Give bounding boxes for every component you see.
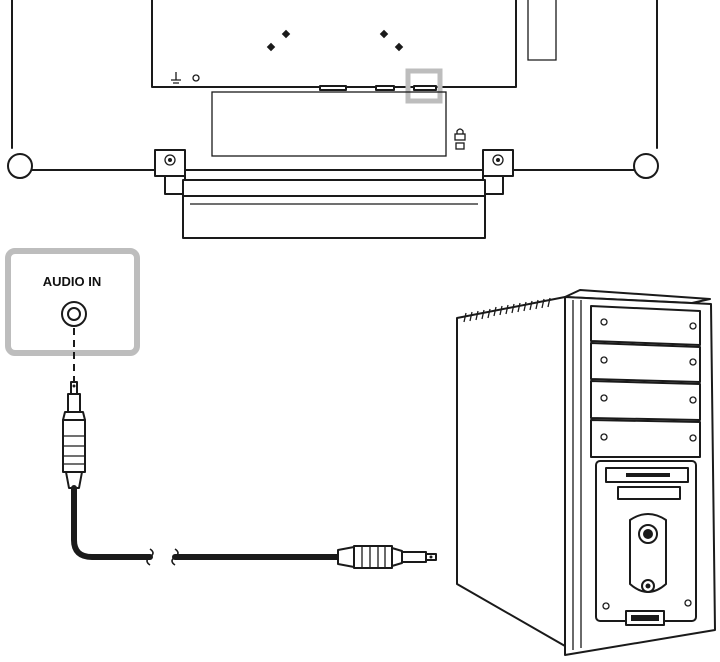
screw-icon xyxy=(192,74,200,82)
rear-panel xyxy=(151,0,517,88)
pc-lower-front xyxy=(595,460,697,622)
audio-in-label: AUDIO IN xyxy=(43,274,102,289)
ground-icon xyxy=(171,72,181,84)
audio-plug-monitor-end xyxy=(62,381,86,489)
audio-in-jack-icon xyxy=(61,301,87,327)
connector-slots xyxy=(319,85,437,91)
pc-side-panel xyxy=(456,296,566,647)
monitor-audio-port-highlight xyxy=(405,68,443,104)
stand-plate xyxy=(211,91,447,157)
reset-button-icon xyxy=(641,579,655,593)
base-bracket-right xyxy=(482,149,514,195)
left-foot xyxy=(7,153,33,179)
right-foot xyxy=(633,153,659,179)
audio-plug-pc-end xyxy=(337,545,437,569)
drive-bays xyxy=(590,305,701,458)
cable-break-left xyxy=(146,548,154,566)
audio-in-port-callout: AUDIO IN xyxy=(5,248,140,382)
drive-slot xyxy=(617,486,681,500)
lock-icon xyxy=(454,128,466,150)
base-beam xyxy=(182,179,486,239)
audio-cable xyxy=(62,381,437,569)
mounting-screws xyxy=(266,29,404,52)
power-button-icon xyxy=(638,524,658,544)
base-bracket-left xyxy=(154,149,186,195)
monitor-rear-view xyxy=(7,0,659,239)
pc-vent xyxy=(463,297,551,323)
pc-tower xyxy=(456,289,716,656)
cable-segment-1 xyxy=(71,485,153,560)
